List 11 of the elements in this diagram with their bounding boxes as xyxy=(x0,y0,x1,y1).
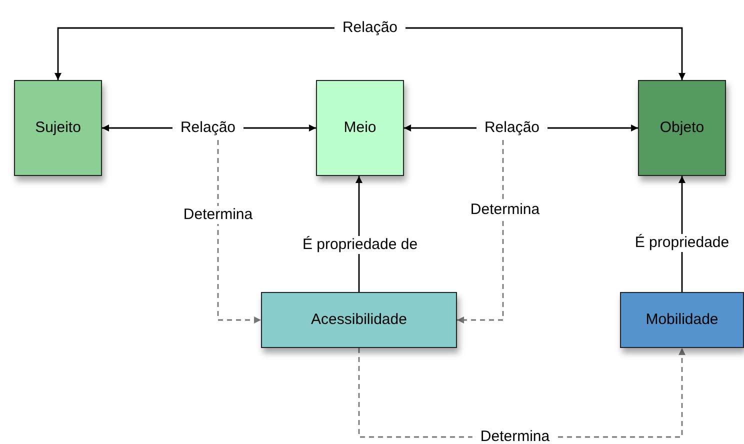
edge-label: Relação xyxy=(334,19,406,37)
edge-label: Relação xyxy=(476,119,548,137)
edge-label: Relação xyxy=(172,119,244,137)
process-box: Meio xyxy=(316,80,404,176)
arrow xyxy=(54,27,686,80)
arrow xyxy=(457,140,504,324)
process-box: Mobilidade xyxy=(620,292,744,348)
process-box: Sujeito xyxy=(14,80,102,176)
process-box: Acessibilidade xyxy=(261,292,457,348)
arrow xyxy=(217,140,261,324)
process-box: Objeto xyxy=(638,80,726,176)
